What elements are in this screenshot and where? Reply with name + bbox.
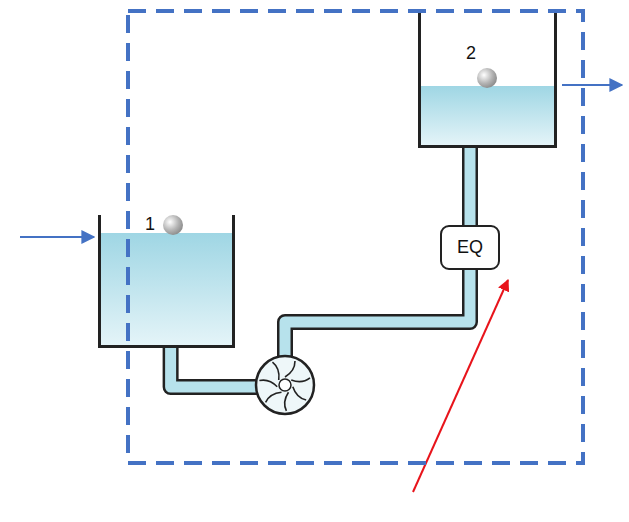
pipe-wall (462, 146, 478, 225)
control-volume (128, 11, 583, 463)
pump-blade (291, 387, 309, 400)
pump-blade (279, 392, 295, 411)
pipe-water (465, 146, 476, 225)
pipe (470, 146, 471, 225)
tank: 2 (418, 10, 557, 148)
pump-blade (291, 370, 310, 388)
box-label: EQ (457, 238, 483, 258)
tank-number: 1 (145, 215, 155, 235)
tank-number: 2 (466, 44, 476, 64)
equipment-box: EQ (440, 225, 500, 270)
float-ball (163, 215, 183, 235)
pointer-arrow (413, 280, 508, 492)
pump-blade (259, 377, 277, 390)
tank: 1 (98, 215, 235, 348)
pump-blade (266, 388, 282, 407)
float-ball (477, 68, 497, 88)
pump-blade (266, 362, 285, 380)
pump-symbol (256, 356, 314, 414)
outflow-arrow (562, 84, 622, 86)
pump-blade (285, 361, 295, 377)
inflow-arrow (20, 236, 94, 238)
